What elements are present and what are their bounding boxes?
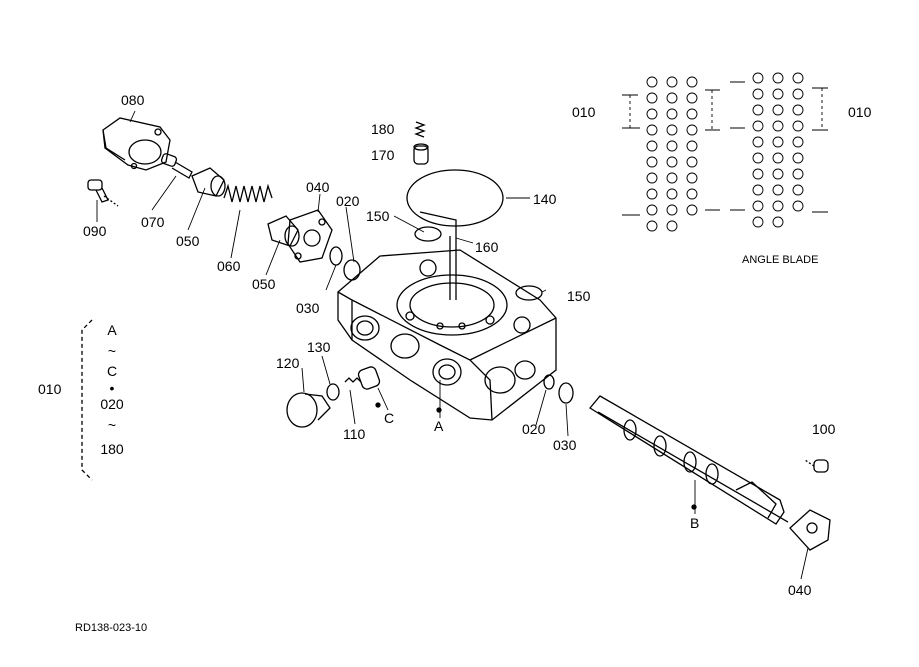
callout-160: 160 [475,239,499,255]
callout-130: 130 [307,339,331,355]
part-150-oring-b [515,285,543,301]
callout-110: 110 [343,426,366,442]
callout-b: B [690,515,700,531]
part-030-ring-a [329,246,343,266]
part-180-spring [414,121,426,138]
callout-020-b: 020 [522,421,546,437]
callout-050-b: 050 [252,276,276,292]
part-070-pin [160,153,193,179]
part-140-oring [406,169,504,227]
range-key-line-4: • [109,380,115,396]
callout-150-a: 150 [366,208,390,224]
spool [589,395,789,525]
callout-040-a: 040 [306,179,330,195]
part-050-sleeve-a [191,167,226,197]
angle-blade-grid-left [622,76,720,232]
range-key-line-1: A [107,322,117,338]
part-060-spring [223,183,273,203]
part-040-flange-b [789,509,831,551]
angle-blade-grid-right [730,72,828,228]
callout-180: 180 [371,121,395,137]
part-120-plug [286,392,331,428]
range-key-line-3: C [106,363,118,379]
callout-060: 060 [217,258,241,274]
callout-140: 140 [533,191,557,207]
part-160-guide [449,236,457,300]
part-020-ring-b [543,374,555,390]
callout-010-left: 010 [572,104,596,120]
callout-050-a: 050 [176,233,200,249]
callout-c: C [384,410,395,426]
callout-080: 080 [121,92,145,108]
range-bracket [81,319,93,481]
callout-040-b: 040 [788,582,812,598]
part-110-check [344,366,381,390]
part-030-ring-b [558,382,574,404]
valve-body [337,249,557,421]
part-020-ring-a [343,259,361,281]
part-130-ring [326,383,340,401]
part-090-screw [87,179,119,207]
drawing-code: RD138-023-10 [75,622,148,634]
callout-a: A [434,418,444,434]
range-key-line-5: 020 [100,396,124,412]
range-key-line-6: ~ [107,417,117,433]
range-key-010: 010 [38,381,62,397]
callout-070: 070 [141,214,165,230]
part-150-oring-a [414,226,442,242]
callout-120: 120 [276,355,300,371]
range-key-line-2: ~ [107,343,117,359]
part-080-cover [102,117,171,171]
part-170-plunger [413,143,429,165]
part-050-sleeve-b [267,215,300,247]
callout-020-a: 020 [336,193,360,209]
part-100-screw [804,459,829,473]
callout-090: 090 [83,223,107,239]
callout-030-a: 030 [296,300,320,316]
range-key-line-7: 180 [100,441,124,457]
callout-150-b: 150 [567,288,591,304]
callout-010-right: 010 [848,104,872,120]
angle-blade-caption: ANGLE BLADE [742,254,819,266]
callout-170: 170 [371,147,395,163]
callout-030-b: 030 [553,437,577,453]
callout-100: 100 [812,421,836,437]
